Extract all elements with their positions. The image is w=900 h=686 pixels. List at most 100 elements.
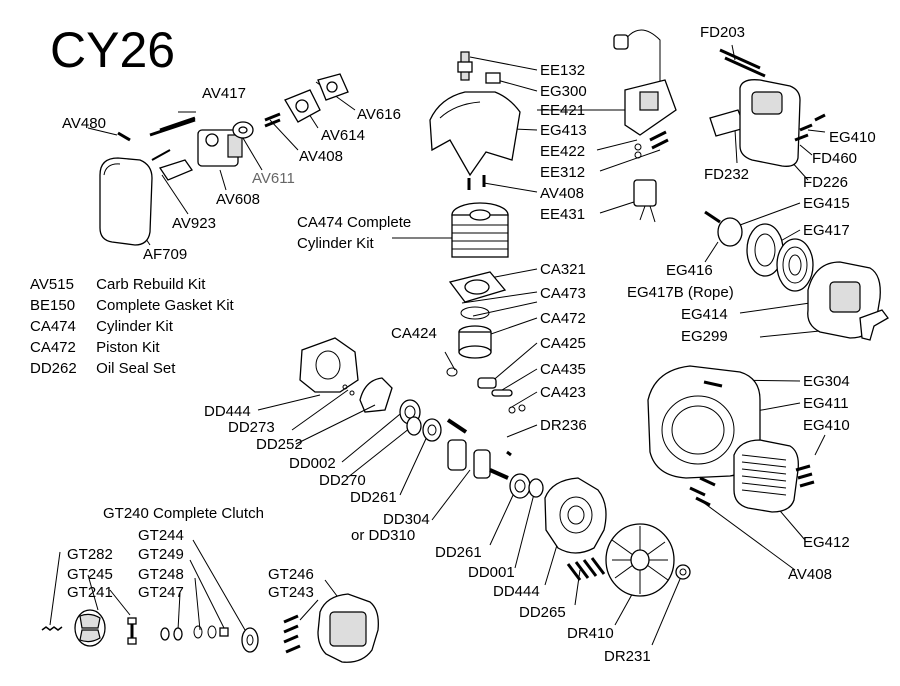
part-label: EG299: [681, 328, 728, 345]
part-label: AV417: [202, 85, 246, 102]
part-label: EG417: [803, 222, 850, 239]
part-label: DD261: [350, 489, 397, 506]
part-label: DR231: [604, 648, 651, 665]
part-label: DD252: [256, 436, 303, 453]
crankcase-left: [299, 337, 359, 393]
clutch-spring: [41, 626, 63, 631]
part-label: CA472: [540, 310, 586, 327]
part-label: EG304: [803, 373, 850, 390]
legend-row: AV515 Carb Rebuild Kit: [30, 276, 205, 293]
part-label: DD001: [468, 564, 515, 581]
part-label: CA425: [540, 335, 586, 352]
part-label: AV480: [62, 115, 106, 132]
legend-desc: Complete Gasket Kit: [96, 297, 234, 314]
kill-switch: [633, 179, 657, 223]
part-label: EG414: [681, 306, 728, 323]
starter-screw: [704, 210, 721, 224]
part-label: GT249: [138, 546, 184, 563]
fan-cover: [733, 439, 799, 513]
carburetor: [197, 129, 243, 167]
part-label: FD226: [803, 174, 849, 191]
part-label: EE132: [540, 62, 586, 79]
part-label: EE431: [540, 206, 586, 223]
muffler: [739, 79, 801, 167]
legend-desc: Piston Kit: [96, 339, 160, 356]
muffler-bolts: [719, 48, 766, 78]
part-label: GT240 Complete Clutch: [103, 505, 264, 522]
starter-pawl: [717, 217, 743, 247]
part-label: or DD310: [351, 527, 416, 544]
part-label: EE422: [540, 143, 586, 160]
ignition-coil: [613, 29, 677, 136]
part-label: GT282: [67, 546, 113, 563]
coil-screws: [634, 130, 669, 159]
part-label: EG411: [803, 395, 849, 412]
cover-bolts: [795, 464, 815, 488]
part-label: DD444: [204, 403, 251, 420]
legend-code: AV515: [30, 276, 74, 293]
part-label: DD273: [228, 419, 275, 436]
part-label: CA473: [540, 285, 586, 302]
intake-manifold: [284, 73, 349, 123]
part-label: FD232: [704, 166, 750, 183]
piston-rings: [460, 306, 490, 320]
part-label: CA424: [391, 325, 437, 342]
bearing-right: [509, 473, 531, 499]
part-label: EG410: [803, 417, 850, 434]
starter-handle: [859, 309, 889, 341]
housing-screws: [689, 380, 723, 507]
part-label: AV614: [321, 127, 365, 144]
wrist-pin: [491, 389, 513, 397]
case-screws: [566, 557, 606, 581]
piston-clip: [446, 367, 458, 377]
spark-plug: [457, 51, 473, 81]
crankshaft: [446, 418, 509, 480]
part-label: EG413: [540, 122, 587, 139]
needle-bearing: [477, 377, 497, 389]
part-label: AV408: [788, 566, 832, 583]
leader-lines: [49, 44, 871, 646]
part-label: DR236: [540, 417, 587, 434]
clutch-bearing: [241, 627, 259, 653]
recoil-spring: [776, 238, 814, 292]
part-label: GT247: [138, 584, 184, 601]
cylinder: [451, 202, 509, 258]
part-label: FD203: [700, 24, 746, 41]
legend-row: CA472 Piston Kit: [30, 339, 160, 356]
part-label: EG417B (Rope): [627, 284, 734, 301]
part-label: GT246: [268, 566, 314, 583]
legend-desc: Carb Rebuild Kit: [96, 276, 206, 293]
part-label: AV923: [172, 215, 216, 232]
part-label: DD304: [383, 511, 430, 528]
part-label: CA474 Complete: [297, 214, 412, 231]
clutch-shoes: [74, 609, 106, 647]
cover-screws: [467, 175, 486, 190]
carb-gasket: [158, 159, 193, 181]
part-label: DD265: [519, 604, 566, 621]
legend-code: CA472: [30, 339, 76, 356]
part-label: EG416: [666, 262, 713, 279]
legend-row: BE150 Complete Gasket Kit: [30, 297, 234, 314]
legend-row: CA474 Cylinder Kit: [30, 318, 173, 335]
legend-code: BE150: [30, 297, 76, 314]
part-label: EE312: [540, 164, 586, 181]
cylinder-cover: [429, 91, 521, 177]
plug-cap: [485, 72, 501, 84]
part-label: AV611: [252, 170, 295, 187]
part-label: EG410: [829, 129, 876, 146]
part-label: AV608: [216, 191, 260, 208]
legend-desc: Oil Seal Set: [96, 360, 176, 377]
part-label: DR410: [567, 625, 614, 642]
page-title: CY26: [50, 22, 176, 78]
filter-screws: [149, 116, 196, 161]
oil-seal-left: [406, 416, 422, 436]
part-label: DD002: [289, 455, 336, 472]
part-label: Cylinder Kit: [297, 235, 374, 252]
piston: [458, 325, 492, 359]
clutch-washers: [160, 625, 229, 641]
choke-pin: [117, 131, 131, 142]
clutch-housing: [317, 593, 379, 663]
part-label: DD261: [435, 544, 482, 561]
